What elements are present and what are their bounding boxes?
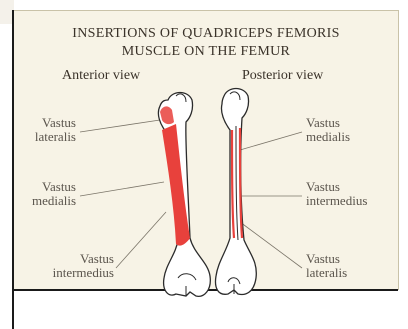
leader-line-anterior-intermedius (116, 212, 166, 268)
anterior-femur (158, 93, 210, 297)
leader-line-anterior-medialis (80, 182, 164, 196)
posterior-femur-outline (216, 89, 257, 295)
leader-line-posterior-medialis (240, 132, 302, 150)
leader-line-anterior-lateralis (80, 120, 160, 132)
posterior-insertion-lateralis (240, 128, 242, 238)
posterior-femur (216, 89, 257, 295)
